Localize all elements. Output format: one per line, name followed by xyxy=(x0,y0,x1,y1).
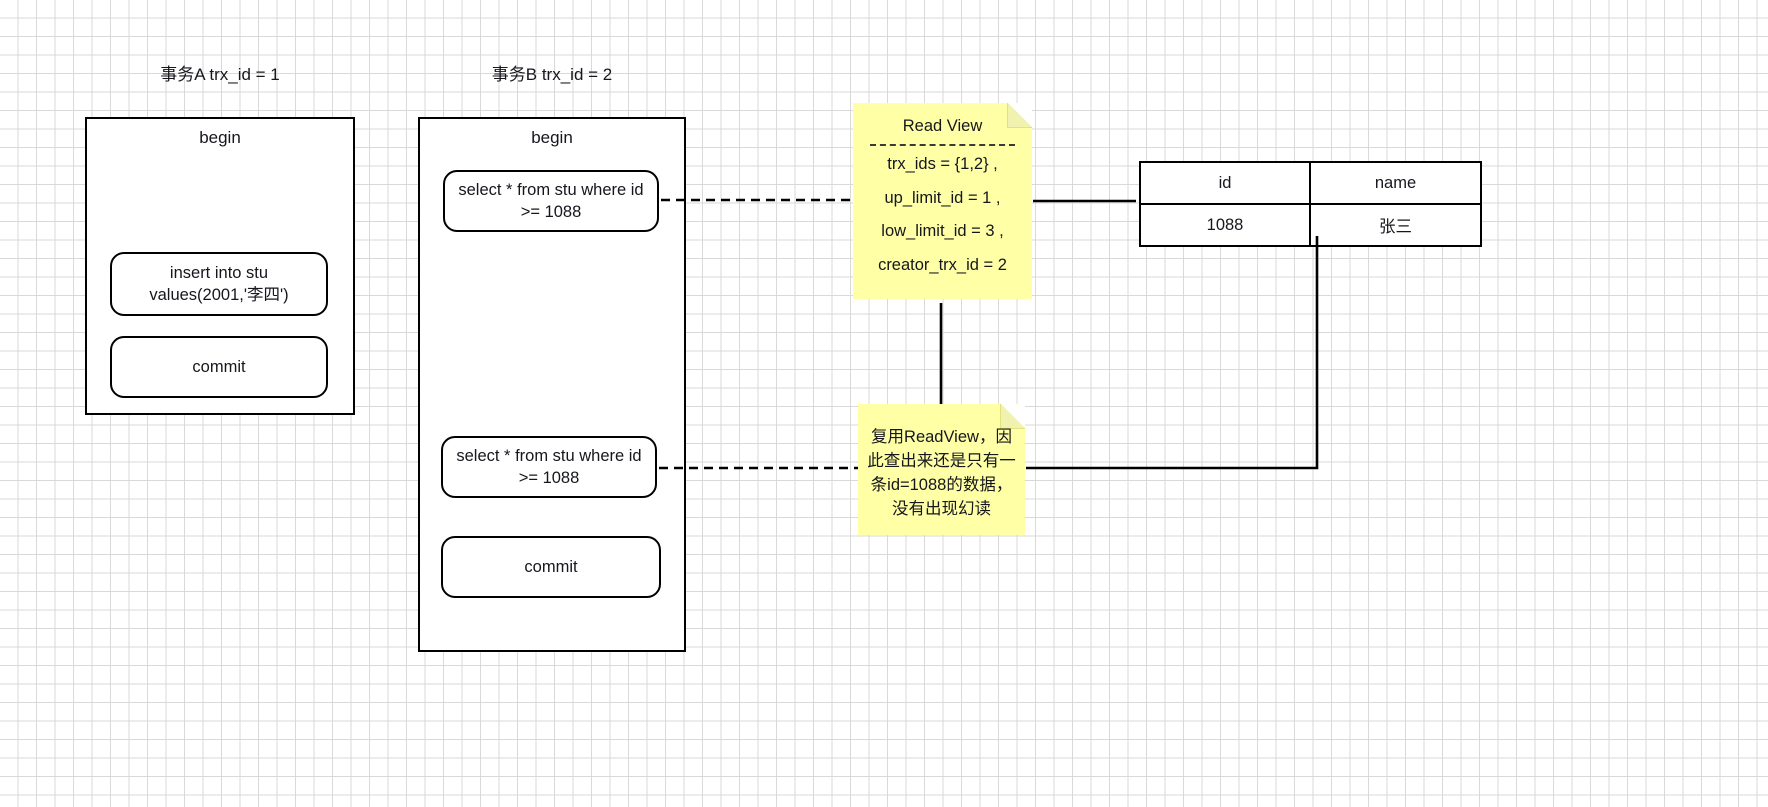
transaction-b-select-statement-1[interactable]: select * from stu where id >= 1088 xyxy=(443,170,659,232)
result-table: id name 1088 张三 xyxy=(1139,161,1482,247)
reuse-readview-note-text: 复用ReadView，因此查出来还是只有一条id=1088的数据，没有出现幻读 xyxy=(867,428,1016,518)
reuse-readview-note: 复用ReadView，因此查出来还是只有一条id=1088的数据，没有出现幻读 xyxy=(858,404,1025,535)
table-header-row: id name xyxy=(1139,161,1482,205)
note-fold-corner xyxy=(1007,103,1032,128)
transaction-b-begin-label: begin xyxy=(531,128,573,147)
transaction-a-insert-statement[interactable]: insert into stu values(2001,'李四') xyxy=(110,252,328,316)
read-view-creator-trx-id: creator_trx_id = 2 xyxy=(878,255,1007,274)
transaction-a-title: 事务A trx_id = 1 xyxy=(160,65,280,84)
read-view-note-title: Read View xyxy=(902,117,983,135)
table-header-name: name xyxy=(1309,161,1482,205)
table-cell-id: 1088 xyxy=(1139,203,1311,247)
transaction-b-commit-statement[interactable]: commit xyxy=(441,536,661,598)
read-view-note: Read View trx_ids = {1,2} , up_limit_id … xyxy=(853,103,1032,299)
read-view-note-divider xyxy=(870,144,1015,146)
transaction-b-select-statement-2[interactable]: select * from stu where id >= 1088 xyxy=(441,436,657,498)
transaction-a-commit-statement[interactable]: commit xyxy=(110,336,328,398)
table-row: 1088 张三 xyxy=(1139,203,1482,247)
transaction-b-title: 事务B trx_id = 2 xyxy=(491,65,613,84)
read-view-trx-ids: trx_ids = {1,2} , xyxy=(887,155,998,173)
table-header-id: id xyxy=(1139,161,1311,205)
read-view-low-limit-id: low_limit_id = 3 , xyxy=(881,222,1004,240)
connector-reuse-to-table-row xyxy=(1026,236,1319,470)
table-cell-name: 张三 xyxy=(1309,203,1482,247)
reuse-note-fold-corner xyxy=(1000,404,1025,429)
transaction-a-begin-label: begin xyxy=(199,128,241,147)
read-view-up-limit-id: up_limit_id = 1 , xyxy=(884,188,1001,207)
